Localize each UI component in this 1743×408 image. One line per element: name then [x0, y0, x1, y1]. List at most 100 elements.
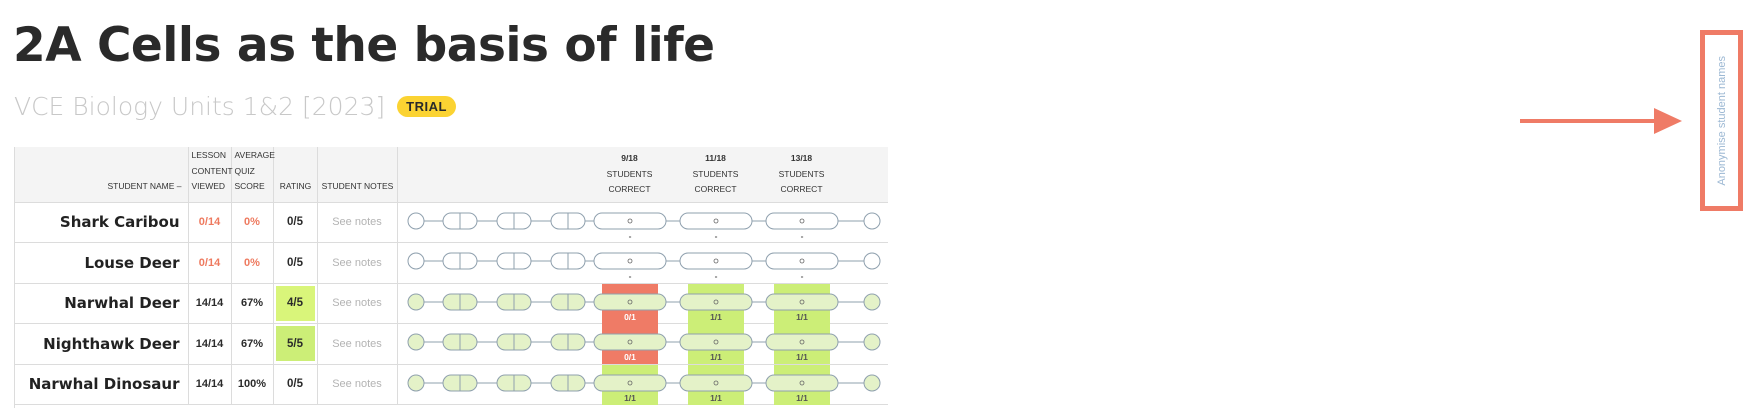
lesson-track: 0/1 1/1 1/1	[397, 323, 888, 365]
quiz-node[interactable]	[593, 293, 666, 310]
quiz-node-dot	[713, 218, 718, 223]
quiz-score-value: 100%	[231, 364, 274, 405]
lesson-end-node[interactable]	[863, 293, 880, 310]
quiz-node-dot	[713, 380, 718, 385]
quiz-score-value: 67%	[231, 283, 274, 324]
quiz-node[interactable]	[593, 212, 666, 229]
lesson-start-node[interactable]	[407, 252, 424, 270]
quiz-node[interactable]	[765, 333, 838, 351]
lesson-track-graphic: ---	[407, 252, 880, 281]
quiz-node[interactable]	[593, 374, 666, 391]
page-title: 2A Cells as the basis of life	[13, 18, 715, 73]
quiz-result-label: -	[628, 231, 631, 241]
quiz-node[interactable]	[593, 333, 666, 351]
lesson-start-node[interactable]	[407, 212, 424, 229]
quiz-result-label: -	[628, 271, 631, 281]
quiz-node[interactable]	[765, 252, 838, 270]
rating-cell[interactable]: 5/5	[273, 323, 318, 365]
student-notes-header: STUDENT NOTES	[317, 147, 398, 203]
quiz-node[interactable]	[679, 333, 752, 351]
lesson-end-node[interactable]	[863, 212, 880, 229]
student-name[interactable]: Shark Caribou	[15, 202, 189, 243]
quiz-result-label: -	[800, 231, 803, 241]
rating-cell[interactable]: 0/5	[273, 202, 318, 243]
quiz-node-dot	[627, 299, 632, 304]
quiz-result-label: 1/1	[710, 352, 722, 362]
quiz-result-label: 1/1	[796, 312, 808, 322]
see-notes-link[interactable]: See notes	[317, 202, 398, 243]
quiz-result-label: 1/1	[796, 352, 808, 362]
lesson-start-node[interactable]	[407, 374, 424, 391]
lesson-start-node[interactable]	[407, 293, 424, 310]
quiz-result-label: -	[800, 271, 803, 281]
content-viewed-value: 14/14	[188, 364, 232, 405]
quiz-node-dot	[627, 380, 632, 385]
student-name[interactable]: Nighthawk Deer	[15, 323, 189, 365]
quiz-node-dot	[799, 299, 804, 304]
see-notes-link[interactable]: See notes	[317, 323, 398, 365]
rating-value: 0/5	[287, 256, 303, 269]
quiz-result-label: -	[714, 271, 717, 281]
quiz-node[interactable]	[593, 252, 666, 270]
quiz-node-dot	[627, 218, 632, 223]
trial-badge: TRIAL	[397, 95, 456, 117]
rating-value: 5/5	[275, 326, 315, 362]
quiz-node-dot	[627, 258, 632, 264]
quiz-node-dot	[713, 299, 718, 304]
quiz-node-dot	[799, 258, 804, 264]
content-viewed-value: 14/14	[188, 323, 232, 365]
see-notes-link[interactable]: See notes	[317, 364, 398, 405]
rating-cell[interactable]: 0/5	[273, 364, 318, 405]
lesson-track-graphic: 0/1 1/1 1/1	[407, 324, 880, 364]
quiz-node-dot	[627, 339, 632, 345]
student-name-header[interactable]: STUDENT NAME –	[15, 147, 189, 203]
anonymise-student-names-toggle[interactable]: Anonymise student names	[1700, 30, 1743, 211]
quiz-node[interactable]	[765, 212, 838, 229]
rating-value: 4/5	[275, 285, 315, 321]
quiz-node[interactable]	[765, 374, 838, 391]
course-subtitle-row: VCE Biology Units 1&2 [2023] TRIAL	[14, 90, 456, 122]
see-notes-link[interactable]: See notes	[317, 283, 398, 324]
quiz-score-value: 67%	[231, 323, 274, 365]
quiz-node[interactable]	[679, 293, 752, 310]
quiz-result-label: 0/1	[624, 312, 636, 322]
quiz-node[interactable]	[765, 293, 838, 310]
lesson-end-node[interactable]	[863, 374, 880, 391]
course-name: VCE Biology Units 1&2 [2023]	[14, 91, 386, 121]
lesson-track: 1/1 1/1 1/1	[397, 364, 888, 405]
quiz-node[interactable]	[679, 212, 752, 229]
student-name[interactable]: Louse Deer	[15, 242, 189, 284]
quiz-result-label: 1/1	[710, 393, 722, 403]
student-name[interactable]: Narwhal Dinosaur	[15, 364, 189, 405]
student-name[interactable]: Narwhal Deer	[15, 283, 189, 324]
quiz-score-value: 0%	[231, 242, 274, 284]
quiz-result-label: 0/1	[624, 352, 636, 362]
rating-cell[interactable]: 4/5	[273, 283, 318, 324]
quiz-node-dot	[799, 380, 804, 385]
quiz-result-label: 1/1	[624, 393, 636, 403]
rating-cell[interactable]: 0/5	[273, 242, 318, 284]
quiz-node-dot	[799, 339, 804, 345]
lesson-end-node[interactable]	[863, 333, 880, 351]
lesson-end-node[interactable]	[863, 252, 880, 270]
quiz-node[interactable]	[679, 374, 752, 391]
anonymise-label: Anonymise student names	[1715, 55, 1728, 186]
lesson-track: ---	[397, 202, 888, 243]
quiz-result-label: 1/1	[796, 393, 808, 403]
content-viewed-value: 0/14	[188, 202, 232, 243]
lesson-start-node[interactable]	[407, 333, 424, 351]
quiz-node[interactable]	[679, 252, 752, 270]
see-notes-link[interactable]: See notes	[317, 242, 398, 284]
